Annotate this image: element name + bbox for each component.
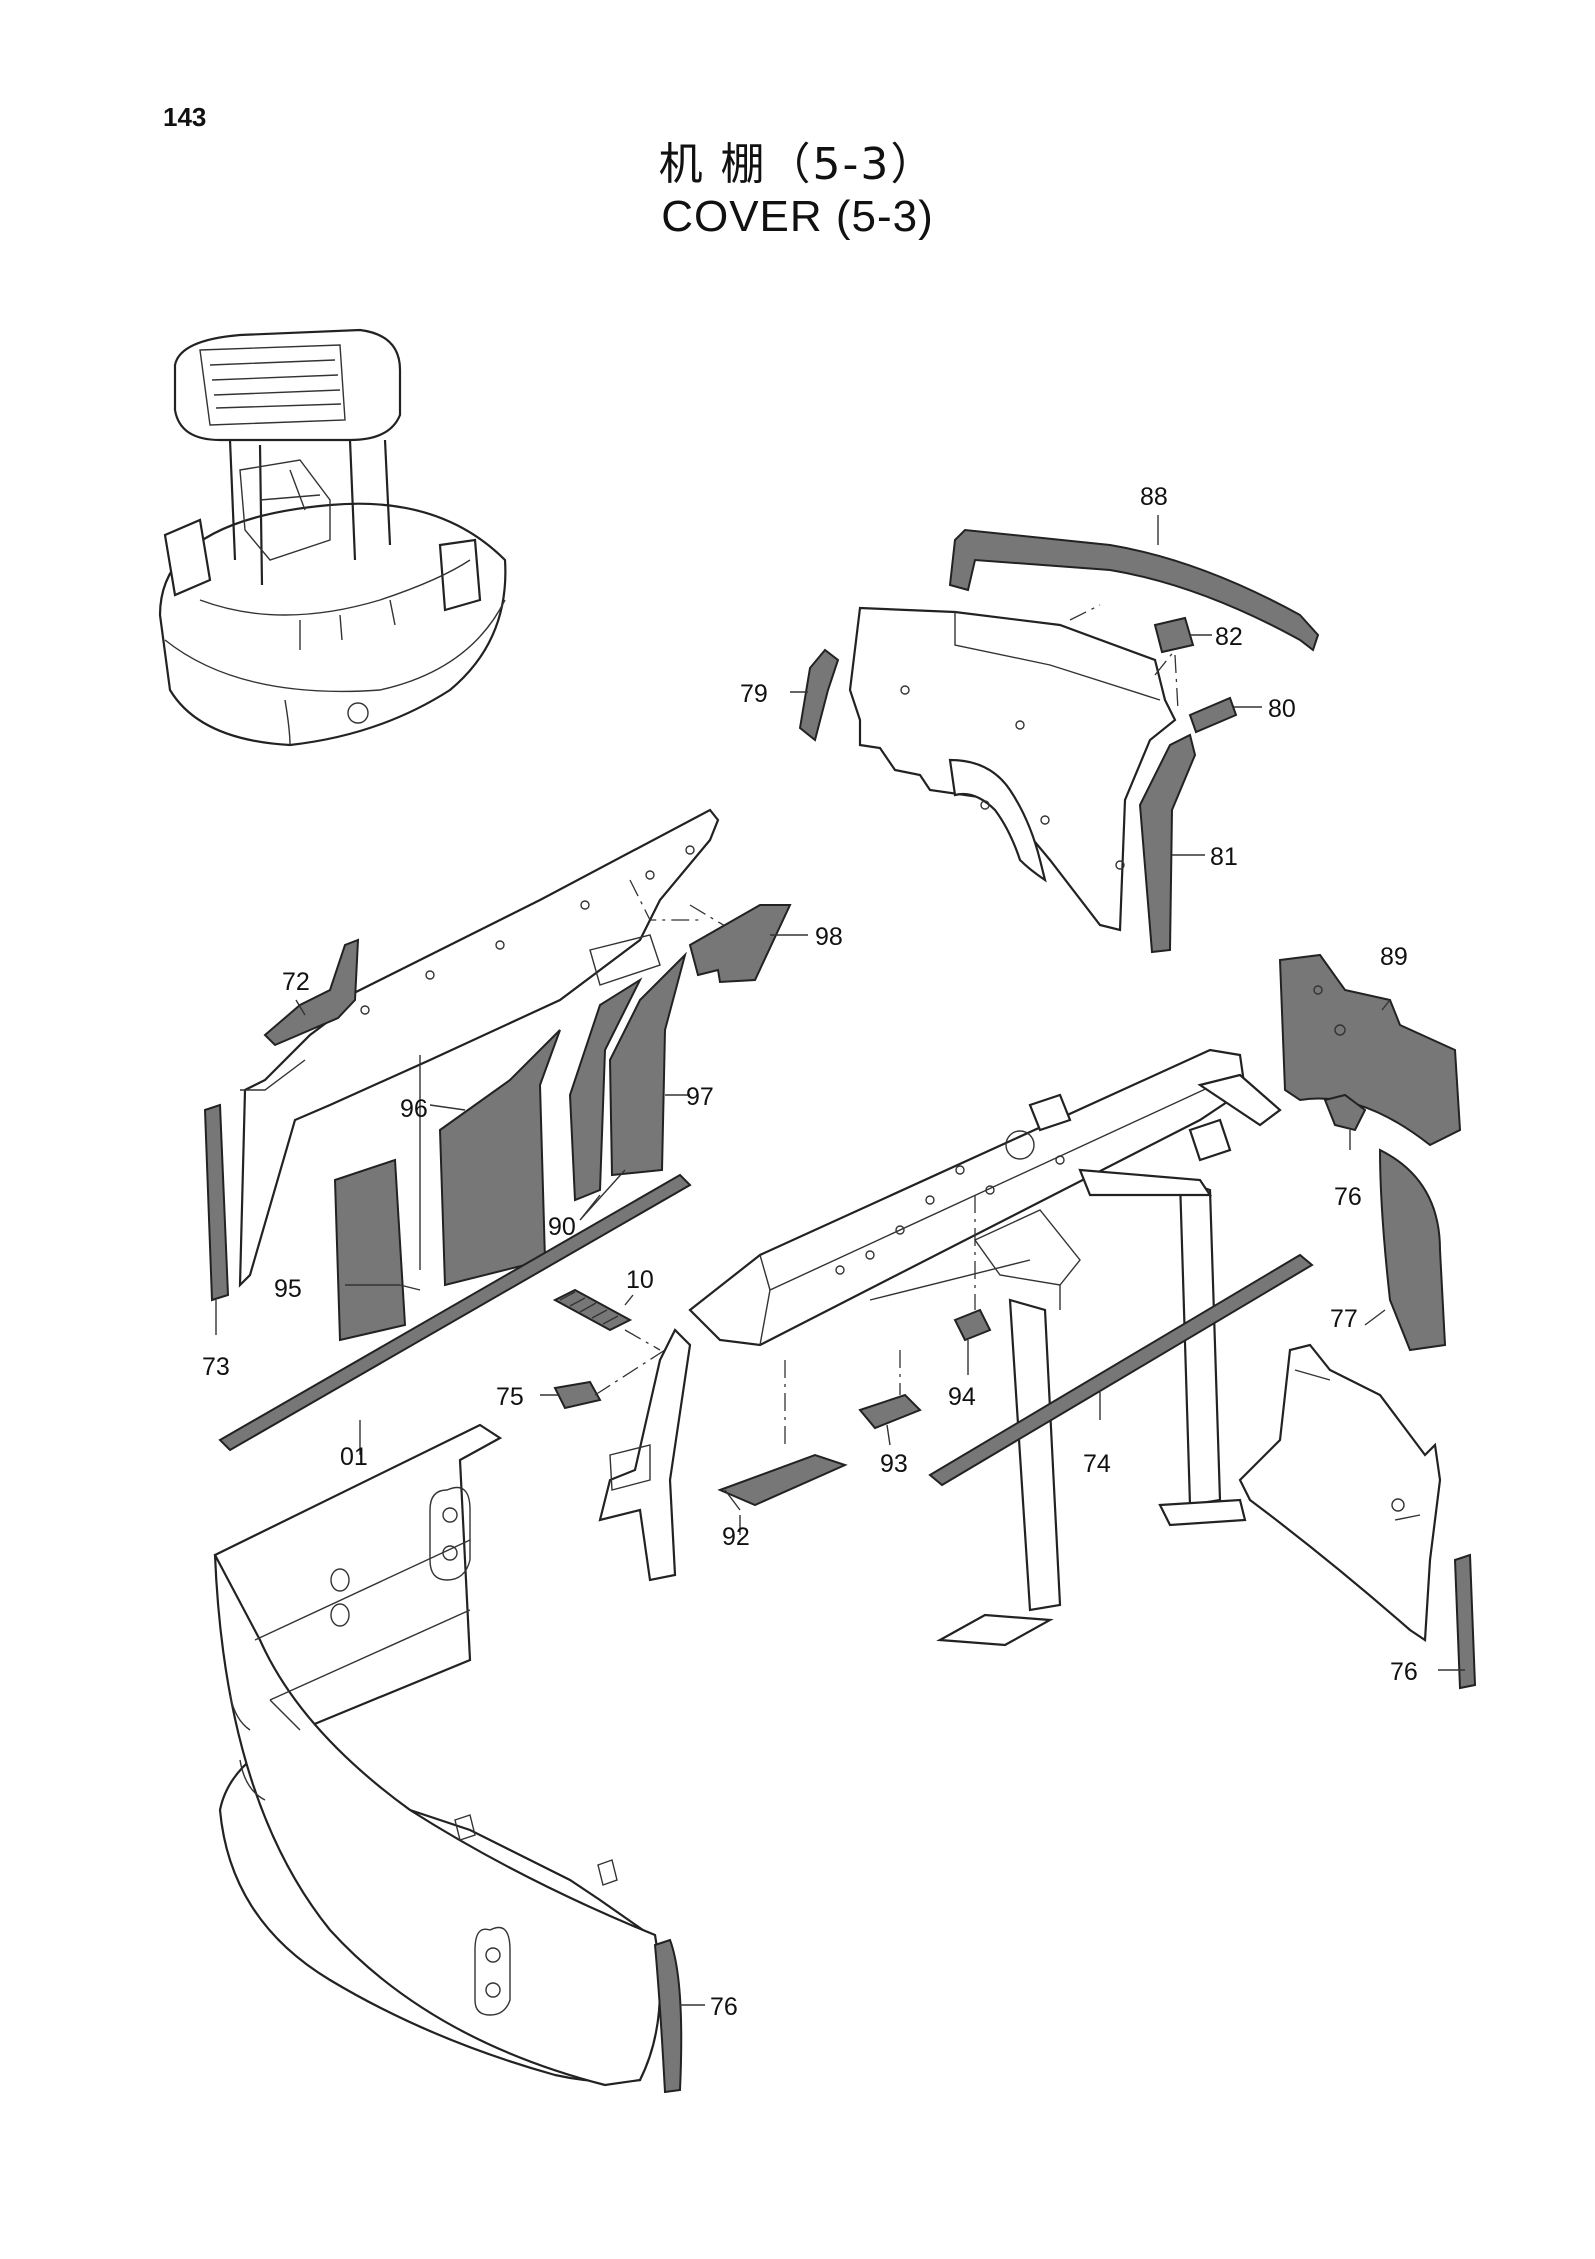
seal-74 xyxy=(928,1253,1314,1487)
main-frame xyxy=(598,1048,1282,1647)
pad-93 xyxy=(717,1453,848,1507)
pad-94 xyxy=(858,1393,922,1430)
leader-lines xyxy=(215,515,1465,2006)
pad-92 xyxy=(568,977,643,1202)
seal-82 xyxy=(948,528,1320,652)
seal-76-right xyxy=(1453,1553,1477,1690)
pad-90-hole xyxy=(1334,1024,1346,1036)
callout-75: 75 xyxy=(496,1383,524,1411)
callout-97: 96 xyxy=(400,1095,428,1123)
pad-90-hole xyxy=(1313,985,1323,995)
callout-99: 98 xyxy=(815,923,843,951)
title-english: COVER (5-3) xyxy=(661,192,934,241)
callout-01: 01 xyxy=(340,1443,368,1471)
callout-88: 77 xyxy=(1330,1305,1358,1333)
pad-98 xyxy=(608,951,687,1177)
callout-80: 82 xyxy=(1215,623,1243,651)
counterweight xyxy=(213,1423,662,2087)
callout-90: 89 xyxy=(1380,943,1408,971)
callout-72: 72 xyxy=(282,968,310,996)
callout-96: 95 xyxy=(274,1275,302,1303)
callout-92: 90 xyxy=(548,1213,576,1241)
callout-82: 88 xyxy=(1140,483,1168,511)
callout-93: 92 xyxy=(722,1523,750,1551)
pad-90 xyxy=(1278,953,1462,1147)
callout-81: 81 xyxy=(1210,843,1238,871)
callout-76-left: 76 xyxy=(710,1993,738,2021)
callout-76-right: 76 xyxy=(1390,1658,1418,1686)
pad-88 xyxy=(1378,1148,1447,1352)
callout-labels: 88 82 80 81 79 72 73 95 96 90 97 98 01 1… xyxy=(202,483,1418,2021)
seal-76-left xyxy=(653,1938,683,2094)
callout-95: 94 xyxy=(948,1383,976,1411)
seal-81 xyxy=(1138,733,1197,954)
seal-72 xyxy=(263,938,360,1047)
seal-73 xyxy=(203,1103,230,1302)
page-number: 143 xyxy=(163,102,207,132)
partition-panel xyxy=(238,808,741,1288)
callout-73: 73 xyxy=(202,1353,230,1381)
pad-80 xyxy=(1153,616,1195,654)
right-side-cover xyxy=(1238,1343,1442,1642)
callout-89: 76 xyxy=(1334,1183,1362,1211)
callout-74: 74 xyxy=(1083,1450,1111,1478)
pad-96 xyxy=(333,1158,407,1342)
callout-10: 10 xyxy=(626,1266,654,1294)
callout-79: 80 xyxy=(1268,695,1296,723)
rear-panel-assembly xyxy=(848,604,1177,932)
pad-79 xyxy=(1188,696,1238,734)
pad-97 xyxy=(438,1029,561,1287)
excavator-overview-illustration xyxy=(158,328,507,747)
callout-94: 93 xyxy=(880,1450,908,1478)
pad-95 xyxy=(953,1308,992,1342)
callout-98: 97 xyxy=(686,1083,714,1111)
callout-77: 79 xyxy=(740,680,768,708)
seal-77 xyxy=(798,648,840,742)
pad-89 xyxy=(1323,1093,1367,1132)
seal-01 xyxy=(218,1173,692,1452)
title-chinese: 机 棚（5-3） xyxy=(658,139,937,190)
pad-99 xyxy=(688,904,792,984)
pad-75 xyxy=(553,1380,602,1410)
